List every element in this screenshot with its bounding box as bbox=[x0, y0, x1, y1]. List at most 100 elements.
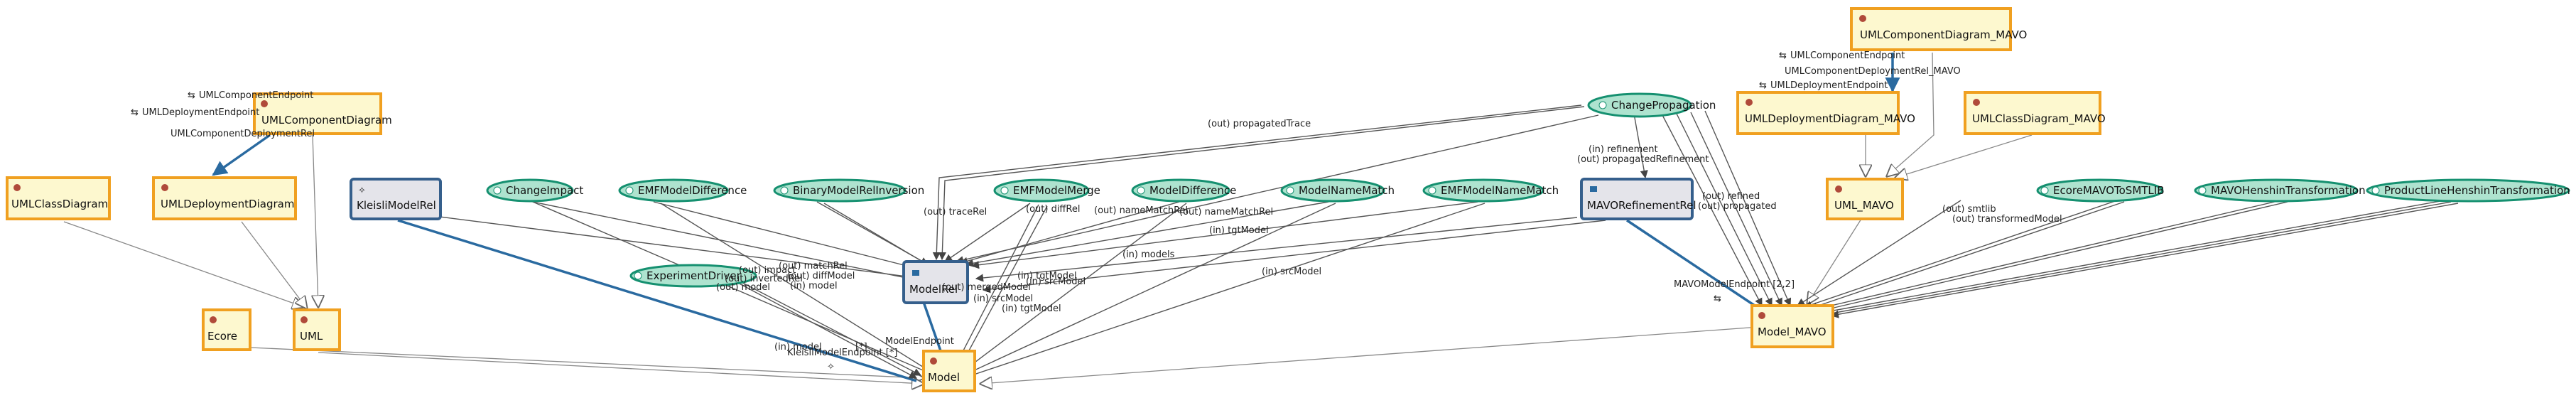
op-model-name-match[interactable]: ModelNameMatch bbox=[1280, 178, 1395, 203]
edge-emfnm-1 bbox=[970, 201, 1478, 269]
edge-smtlib-2 bbox=[1809, 201, 2125, 311]
op-experiment-driver[interactable]: ExperimentDriver bbox=[629, 264, 757, 288]
endpoint-label: UMLDeploymentEndpoint bbox=[142, 107, 259, 118]
gear-icon bbox=[2371, 186, 2380, 195]
endpoint-label: MAVOModelEndpoint [2,2] bbox=[1674, 279, 1795, 290]
edge-ci-1 bbox=[525, 200, 925, 284]
node-uml-mavo[interactable]: UML_MAVO bbox=[1826, 178, 1904, 220]
op-label: ChangePropagation bbox=[1611, 99, 1716, 112]
edge-class-diagram-to-uml bbox=[63, 221, 304, 307]
endpoint-label: ModelEndpoint bbox=[885, 336, 954, 347]
endpoint-label: UMLDeploymentEndpoint bbox=[1770, 80, 1888, 91]
edge-label: (out) nameMatchRel bbox=[1094, 205, 1188, 216]
edge-label: (out) traceRel bbox=[924, 207, 987, 217]
node-label: UMLClassDiagram bbox=[11, 198, 108, 210]
op-emf-model-difference[interactable]: EMFModelDifference bbox=[618, 178, 747, 203]
op-emf-model-name-match[interactable]: EMFModelNameMatch bbox=[1422, 178, 1559, 203]
op-binary-model-rel-inversion[interactable]: BinaryModelRelInversion bbox=[773, 178, 924, 203]
gear-icon bbox=[1137, 186, 1145, 195]
model-type-icon bbox=[1746, 99, 1753, 106]
edge-label: (out) smtlib bbox=[1942, 204, 1996, 215]
node-uml-component-diagram[interactable]: UMLComponentDiagram bbox=[253, 92, 392, 135]
op-label: EcoreMAVOToSMTLIB bbox=[2053, 184, 2165, 197]
edge-emfdiff-1 bbox=[653, 201, 925, 272]
node-label: MAVORefinementRel bbox=[1587, 199, 1696, 212]
op-change-propagation[interactable]: ChangePropagation bbox=[1587, 92, 1716, 118]
edge-uml-mavo-to-model-mavo bbox=[1807, 218, 1862, 304]
edge-henshin-1 bbox=[1812, 200, 2281, 313]
op-emf-model-merge[interactable]: EMFModelMerge bbox=[993, 178, 1100, 203]
edge-label: (out) diffRel bbox=[1026, 204, 1080, 215]
edge-label: (in) tgtModel bbox=[1002, 303, 1061, 314]
edge-bin-2 bbox=[823, 203, 933, 268]
node-label: Model bbox=[928, 371, 960, 384]
node-label: ModelRel bbox=[909, 283, 958, 296]
endpoint-icon: ✧ bbox=[827, 362, 835, 372]
endpoint-label: KleisliModelEndpoint [*] bbox=[787, 348, 897, 358]
node-uml-component-diagram-mavo[interactable]: UMLComponentDiagram_MAVO bbox=[1850, 7, 2027, 51]
edge-label: (out) propagatedTrace bbox=[1208, 119, 1311, 129]
edge-merge-2 bbox=[950, 204, 1039, 376]
edge-component-diagram-to-uml bbox=[313, 134, 318, 307]
model-type-icon bbox=[301, 316, 308, 323]
edge-label: (in) srcModel bbox=[1026, 276, 1086, 287]
edge-pl-2 bbox=[1826, 201, 2452, 317]
node-model[interactable]: Model bbox=[922, 350, 976, 392]
node-label: UMLClassDiagram_MAVO bbox=[1972, 112, 2106, 126]
edge-label: (in) models bbox=[1122, 249, 1175, 260]
node-label: UML bbox=[300, 330, 323, 343]
op-model-difference[interactable]: ModelDifference bbox=[1131, 178, 1236, 203]
node-uml[interactable]: UML bbox=[293, 308, 341, 351]
gear-icon bbox=[780, 186, 789, 195]
edge-pl-3 bbox=[1830, 203, 2459, 318]
edge-mdiff-2 bbox=[957, 203, 1187, 376]
edge-cp-model-mavo-2 bbox=[1676, 113, 1773, 307]
model-type-icon bbox=[13, 184, 21, 191]
edge-kleisli-2 bbox=[411, 213, 925, 282]
edge-label: (out) matchRel bbox=[779, 261, 848, 271]
node-mavo-refinement-rel[interactable]: MAVORefinementRel bbox=[1580, 178, 1696, 220]
edge-merge-3 bbox=[954, 205, 1048, 377]
model-type-icon bbox=[1835, 185, 1842, 193]
gear-icon bbox=[1428, 186, 1436, 195]
gear-icon bbox=[634, 271, 642, 280]
edge-cp-model-mavo-3 bbox=[1690, 112, 1782, 307]
edge-label: (out) transformedModel bbox=[1952, 214, 2062, 225]
node-model-rel[interactable]: ModelRel bbox=[902, 260, 969, 304]
edge-merge-1 bbox=[944, 203, 1031, 262]
edge-label: (out) invertedRel bbox=[725, 274, 803, 284]
node-uml-deployment-diagram[interactable]: UMLDeploymentDiagram bbox=[152, 176, 297, 220]
op-label: EMFModelNameMatch bbox=[1441, 184, 1559, 197]
node-model-mavo[interactable]: Model_MAVO bbox=[1750, 304, 1834, 348]
op-mavo-henshin-transformation[interactable]: MAVOHenshinTransformation bbox=[2194, 178, 2366, 203]
gear-icon bbox=[1598, 101, 1607, 109]
edge-mavo-refinement-to-model-mavo bbox=[1626, 219, 1755, 307]
gear-icon bbox=[1286, 186, 1294, 195]
node-uml-deployment-diagram-mavo[interactable]: UMLDeploymentDiagram_MAVO bbox=[1736, 91, 1915, 135]
model-type-icon bbox=[1973, 99, 1980, 106]
edge-component-mavo-to-uml-mavo bbox=[1887, 52, 1934, 176]
edge-cp-model-mavo-1 bbox=[1662, 114, 1763, 306]
edge-label: [*] bbox=[855, 342, 867, 353]
node-label: UML_MAVO bbox=[1834, 199, 1894, 213]
op-change-impact[interactable]: ChangeImpact bbox=[486, 178, 583, 203]
node-kleisli-model-rel[interactable]: ✧ KleisliModelRel bbox=[350, 178, 442, 220]
node-label: UMLDeploymentDiagram bbox=[161, 198, 294, 210]
edge-label: (out) refined bbox=[1702, 191, 1760, 202]
edge-label: (in) srcModel bbox=[1262, 267, 1321, 277]
edge-label: (in) model bbox=[774, 342, 822, 353]
model-type-icon bbox=[261, 100, 268, 107]
node-uml-class-diagram-mavo[interactable]: UMLClassDiagram_MAVO bbox=[1964, 91, 2106, 135]
node-label: UMLComponentDiagram bbox=[261, 114, 392, 127]
op-label: MAVOHenshinTransformation bbox=[2211, 184, 2366, 197]
node-uml-class-diagram[interactable]: UMLClassDiagram bbox=[6, 176, 111, 220]
model-type-icon bbox=[1758, 312, 1765, 319]
relation-icon bbox=[912, 270, 919, 276]
endpoint-labels: ⇆ UMLComponentEndpoint UMLComponentDeplo… bbox=[131, 50, 2062, 372]
edge-label: (in) srcModel bbox=[973, 294, 1033, 304]
op-ecore-mavo-to-smtlib[interactable]: EcoreMAVOToSMTLIB bbox=[2036, 178, 2165, 203]
node-ecore[interactable]: Ecore bbox=[202, 308, 251, 351]
endpoint-icon: ⇆ bbox=[188, 90, 195, 101]
op-product-line-henshin-transformation[interactable]: ProductLineHenshinTransformation bbox=[2366, 178, 2570, 203]
